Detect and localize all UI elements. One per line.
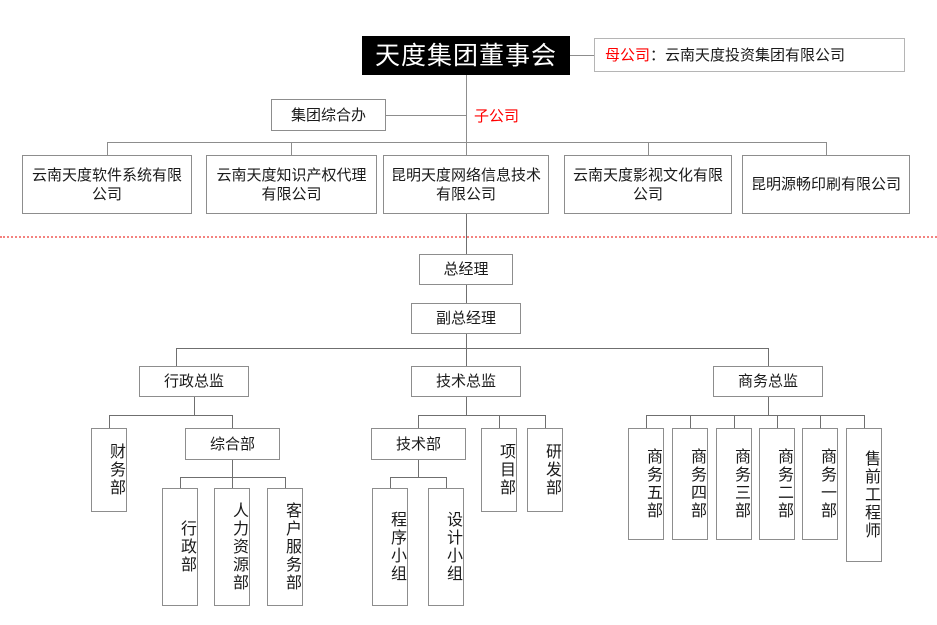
- connector-directors-bus: [176, 348, 769, 349]
- node-administration-department[interactable]: 行政部: [162, 488, 198, 606]
- connector-subsidiary-drop-4: [648, 142, 649, 155]
- node-business-unit-5[interactable]: 商务五部: [628, 428, 664, 540]
- connector-subsidiary-drop-2: [291, 142, 292, 155]
- legend-parent-company-name: 云南天度投资集团有限公司: [665, 45, 846, 64]
- connector-admin-drop-general: [232, 415, 233, 428]
- node-general-manager[interactable]: 总经理: [419, 254, 513, 285]
- connector-subsidiary-drop-3: [466, 142, 467, 155]
- connector-business-stem: [768, 397, 769, 415]
- connector-general-affairs-drop-3: [285, 477, 286, 488]
- connector-subsidiary-drop-5: [826, 142, 827, 155]
- connector-general-affairs-drop-2: [232, 477, 233, 488]
- connector-gm-to-deputy: [466, 285, 467, 303]
- node-subsidiary-4[interactable]: 云南天度影视文化有限公司: [564, 155, 732, 214]
- connector-business-drop-3: [734, 415, 735, 428]
- connector-business-drop-6: [864, 415, 865, 428]
- node-deputy-general-manager[interactable]: 副总经理: [411, 303, 521, 334]
- connector-to-general-manager: [466, 214, 467, 254]
- node-director-administration[interactable]: 行政总监: [139, 366, 249, 397]
- node-research-development-department[interactable]: 研发部: [527, 428, 563, 512]
- connector-tech-drop-3: [545, 415, 546, 428]
- connector-tech-dept-bus: [390, 477, 446, 478]
- connector-admin-bus: [109, 415, 232, 416]
- node-technology-department[interactable]: 技术部: [371, 428, 466, 460]
- node-subsidiary-1[interactable]: 云南天度软件系统有限公司: [22, 155, 192, 214]
- connector-business-drop-5: [820, 415, 821, 428]
- connector-subsidiary-drop-1: [107, 142, 108, 155]
- legend-subsidiary-tag: 子公司: [474, 107, 520, 125]
- node-business-unit-1[interactable]: 商务一部: [802, 428, 838, 540]
- connector-general-affairs-drop-1: [180, 477, 181, 488]
- node-board-of-directors[interactable]: 天度集团董事会: [362, 36, 570, 75]
- node-programming-group[interactable]: 程序小组: [372, 488, 408, 606]
- node-director-business[interactable]: 商务总监: [713, 366, 823, 397]
- connector-general-affairs-stem: [232, 460, 233, 477]
- connector-admin-stem: [194, 397, 195, 415]
- connector-tech-dept-stem: [418, 460, 419, 477]
- section-divider: [0, 236, 937, 238]
- node-business-unit-3[interactable]: 商务三部: [716, 428, 752, 540]
- node-human-resources-department[interactable]: 人力资源部: [214, 488, 250, 606]
- connector-tech-drop-2: [499, 415, 500, 428]
- connector-root-stem: [466, 75, 467, 142]
- connector-business-bus: [646, 415, 864, 416]
- connector-director-drop-tech: [466, 348, 467, 366]
- node-group-comprehensive-office[interactable]: 集团综合办: [271, 99, 386, 131]
- connector-tech-dept-drop-1: [390, 477, 391, 488]
- connector-admin-drop-finance: [109, 415, 110, 428]
- connector-business-drop-4: [777, 415, 778, 428]
- node-general-affairs-department[interactable]: 综合部: [185, 428, 280, 460]
- legend-parent-company-tag: 母公司: [605, 45, 651, 64]
- connector-director-drop-admin: [176, 348, 177, 366]
- connector-tech-drop-1: [418, 415, 419, 428]
- connector-group-office-to-stem: [386, 115, 466, 116]
- connector-tech-stem: [466, 397, 467, 415]
- connector-deputy-stem: [466, 334, 467, 348]
- node-director-technology[interactable]: 技术总监: [411, 366, 521, 397]
- legend-parent-company-separator: ：: [650, 45, 666, 64]
- connector-root-to-parent-legend: [570, 55, 594, 56]
- node-customer-service-department[interactable]: 客户服务部: [267, 488, 303, 606]
- node-presales-engineer[interactable]: 售前工程师: [846, 428, 882, 562]
- node-design-group[interactable]: 设计小组: [428, 488, 464, 606]
- node-business-unit-2[interactable]: 商务二部: [759, 428, 795, 540]
- node-subsidiary-5[interactable]: 昆明源畅印刷有限公司: [742, 155, 910, 214]
- connector-director-drop-business: [768, 348, 769, 366]
- connector-business-drop-1: [646, 415, 647, 428]
- connector-tech-bus: [418, 415, 545, 416]
- connector-tech-dept-drop-2: [446, 477, 447, 488]
- legend-parent-company: 母公司：云南天度投资集团有限公司: [594, 38, 905, 72]
- node-business-unit-4[interactable]: 商务四部: [672, 428, 708, 540]
- node-subsidiary-3[interactable]: 昆明天度网络信息技术有限公司: [383, 155, 549, 214]
- node-subsidiary-2[interactable]: 云南天度知识产权代理有限公司: [206, 155, 377, 214]
- node-project-department[interactable]: 项目部: [481, 428, 517, 512]
- node-finance-department[interactable]: 财务部: [91, 428, 127, 512]
- connector-business-drop-2: [690, 415, 691, 428]
